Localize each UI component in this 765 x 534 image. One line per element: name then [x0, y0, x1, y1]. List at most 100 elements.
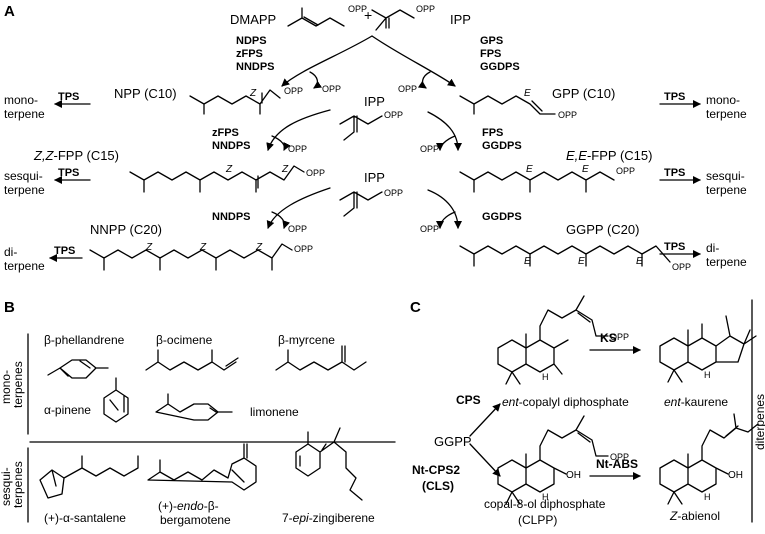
di-left-1: di-	[4, 245, 17, 259]
mono-left-1: mono-	[4, 93, 38, 107]
ntabs-label: Nt-ABS	[596, 457, 638, 471]
abienol-structure	[659, 413, 759, 505]
ks-label: KS	[600, 331, 617, 345]
opp-copalyl: OPP	[610, 332, 629, 342]
npp-label: NPP (C10)	[114, 86, 177, 101]
z-npp: Z	[249, 88, 257, 99]
enzyme-ggdps-mid: GGDPS	[482, 140, 522, 152]
z-nnpp-3: Z	[255, 242, 263, 253]
copalyl-label: ent-copalyl diphosphate	[502, 395, 629, 409]
npp-structure	[189, 89, 281, 115]
z-nnpp-2: Z	[199, 242, 207, 253]
opp-low-right: OPP	[420, 224, 439, 234]
opp-ggpp: OPP	[672, 262, 691, 272]
gpp-label: GPP (C10)	[552, 86, 615, 101]
enzyme-nndps-mid: NNDPS	[212, 140, 251, 152]
bergamotene-label-2: bergamotene	[160, 513, 231, 527]
tps-sesqui-right: TPS	[664, 167, 685, 179]
arrow-ggpp-ntcps2	[469, 443, 501, 477]
panel-c-label: C	[410, 299, 421, 316]
clpp-label-2: (CLPP)	[518, 513, 557, 527]
panel-b-label: B	[4, 299, 15, 316]
tps-di-left: TPS	[54, 245, 75, 257]
pinene-label: α-pinene	[44, 403, 91, 417]
kaurene-label: ent-kaurene	[664, 395, 728, 409]
opp-mid-left: OPP	[288, 144, 307, 154]
opp-ipp-mid2: OPP	[384, 188, 403, 198]
eefpp-structure	[459, 171, 615, 193]
tps-mono-right: TPS	[664, 91, 685, 103]
ipp-mid2-structure	[339, 191, 383, 217]
cls-label: (CLS)	[422, 479, 454, 493]
tps-mono-left: TPS	[58, 91, 79, 103]
oh-clpp: OH	[566, 470, 581, 481]
h-clpp: H	[542, 492, 549, 502]
arrow-ggpp-cps	[469, 403, 501, 437]
plus-sign: +	[364, 7, 372, 23]
phellandrene-label: β-phellandrene	[44, 333, 125, 347]
enzyme-nndps-top: NNDPS	[236, 61, 275, 73]
santalene-label: (+)-α-santalene	[44, 511, 126, 525]
ntcps2-label: Nt-CPS2	[412, 463, 460, 477]
e-gpp: E	[524, 88, 531, 99]
enzyme-fps-top: FPS	[480, 48, 501, 60]
zzfpp-structure	[129, 165, 305, 193]
enzyme-zfps-mid: zFPS	[212, 127, 239, 139]
opp-zzfpp: OPP	[306, 168, 325, 178]
enzyme-nndps-low: NNDPS	[212, 211, 251, 223]
opp-ipp-mid: OPP	[384, 110, 403, 120]
di-right-2: terpene	[706, 255, 747, 269]
nnpp-structure	[89, 243, 293, 271]
opp-gpp: OPP	[558, 110, 577, 120]
e-eefpp-2: E	[582, 164, 589, 175]
kaurene-structure	[659, 315, 757, 383]
zingiberene-label: 7-epi-zingiberene	[282, 511, 375, 525]
oh-abienol: OH	[728, 470, 743, 481]
enzyme-ggdps-low: GGDPS	[482, 211, 522, 223]
e-eefpp-1: E	[526, 164, 533, 175]
ipp-mid2-label: IPP	[364, 170, 385, 185]
nnpp-label: NNPP (C20)	[90, 222, 162, 237]
mono-group-label-2: terpenes	[11, 361, 25, 408]
sesqui-left-1: sesqui-	[4, 169, 43, 183]
enzyme-gps: GPS	[480, 35, 503, 47]
h-kaurene: H	[704, 370, 711, 380]
opp-mid-right: OPP	[420, 144, 439, 154]
bergamotene-label-1: (+)-endo-β-	[158, 499, 219, 513]
enzyme-fps-mid: FPS	[482, 127, 503, 139]
z-zzfpp-2: Z	[281, 164, 289, 175]
ggpp-c-label: GGPP	[434, 434, 472, 449]
zzfpp-label: Z,Z-FPP (C15)	[33, 148, 119, 163]
sesqui-left-2: terpene	[4, 183, 45, 197]
opp-eefpp: OPP	[616, 166, 635, 176]
enzyme-ggdps-top: GGDPS	[480, 61, 520, 73]
dmapp-label: DMAPP	[230, 12, 276, 27]
ggpp-structure	[459, 245, 671, 267]
enzyme-zfps-top: zFPS	[236, 48, 263, 60]
opp-npp: OPP	[284, 86, 303, 96]
opp-release-left: OPP	[322, 84, 341, 94]
sesqui-group-label-2: terpenes	[11, 461, 25, 508]
limonene-label: limonene	[250, 405, 299, 419]
zingiberene-structure	[295, 427, 363, 501]
gpp-structure	[459, 95, 556, 115]
tps-sesqui-left: TPS	[58, 167, 79, 179]
ocimene-structure	[145, 349, 239, 371]
panel-a-label: A	[4, 3, 15, 20]
z-nnpp-1: Z	[145, 242, 153, 253]
di-left-2: terpene	[4, 259, 45, 273]
h-abienol: H	[704, 492, 711, 502]
enzyme-ndps: NDPS	[236, 35, 267, 47]
dmapp-structure	[287, 7, 345, 27]
mono-left-2: terpene	[4, 107, 45, 121]
opp-release-right: OPP	[398, 84, 417, 94]
tps-di-right: TPS	[664, 241, 685, 253]
santalene-structure	[39, 455, 139, 499]
diterpenes-label: diterpenes	[753, 394, 765, 450]
e-ggpp-1: E	[524, 256, 531, 267]
myrcene-label: β-myrcene	[278, 333, 335, 347]
abienol-label: Z-abienol	[669, 509, 720, 523]
ipp-mid-label: IPP	[364, 94, 385, 109]
ocimene-label: β-ocimene	[156, 333, 213, 347]
